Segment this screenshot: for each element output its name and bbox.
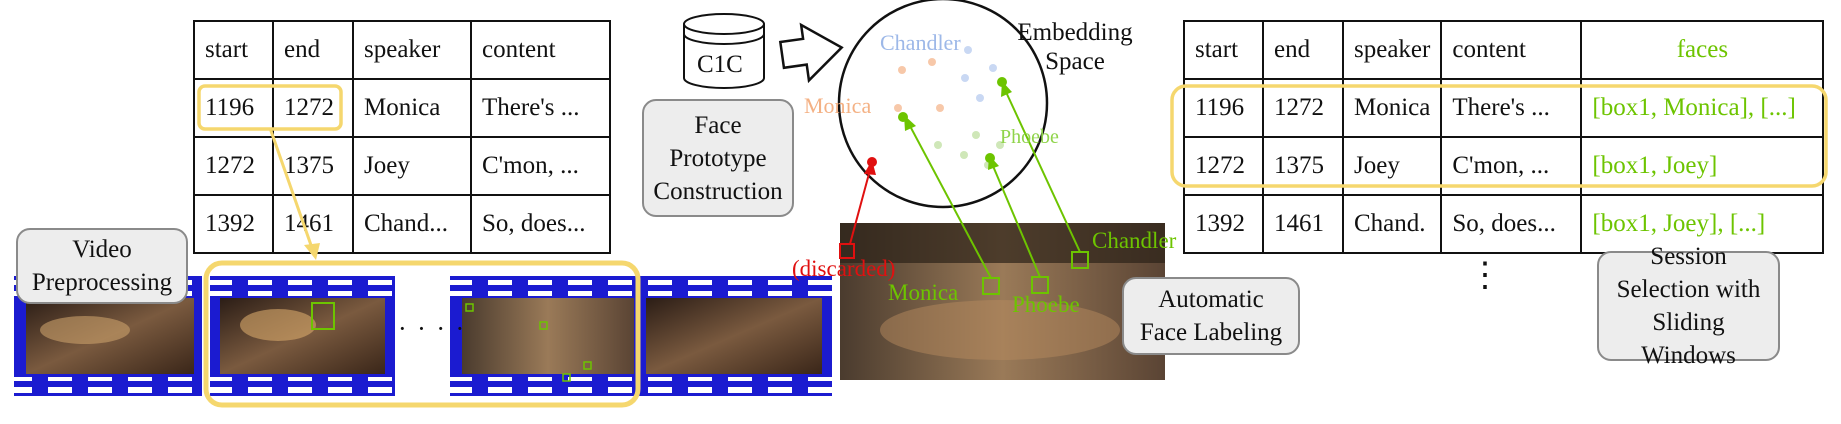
left-cell: Joey [352, 136, 472, 196]
timestamp-highlight [197, 84, 343, 131]
left-cell: Chand... [352, 194, 472, 254]
right-cell: 1196 [1183, 78, 1264, 138]
scene-label-discarded: (discarded) [792, 256, 896, 281]
scene-label-chandler: Chandler [1092, 228, 1177, 253]
left-header-speaker: speaker [352, 20, 472, 80]
scene-label-phoebe: Phoebe [1012, 292, 1080, 317]
film-ellipsis: · · · · [398, 314, 467, 343]
right-header-start: start [1183, 20, 1264, 80]
left-cell: Monica [352, 78, 472, 138]
session-selection-box: Session Selection with Sliding Windows [1597, 243, 1780, 369]
right-table: start end speaker content faces 1196 127… [1183, 20, 1825, 254]
right-cell: Monica [1341, 78, 1443, 138]
labeling-arrows [849, 81, 1081, 279]
right-cell: 1272 [1262, 78, 1344, 138]
hollow-arrow-icon [778, 22, 844, 84]
scene-label-monica: Monica [888, 280, 959, 305]
video-preprocessing-box: Video Preprocessing [16, 228, 188, 304]
embed-label-chandler: Chandler [880, 30, 961, 55]
video-selection-highlight [203, 260, 641, 408]
right-cell: Chand. [1341, 194, 1443, 254]
left-cell: So, does... [470, 194, 611, 254]
right-table-ellipsis: ⋮ [1468, 257, 1502, 294]
left-header-end: end [272, 20, 354, 80]
left-cell: 1272 [193, 136, 274, 196]
right-cell-faces: [box1, Joey], [...] [1580, 194, 1825, 254]
c1c-database-icon [683, 13, 765, 89]
embedding-points [867, 46, 1007, 169]
right-header-end: end [1262, 20, 1344, 80]
film-strip-selected [210, 276, 395, 396]
left-cell: 1375 [272, 136, 354, 196]
film-strip-right [450, 276, 832, 396]
session-window-highlight [1170, 84, 1828, 188]
timestamp-arrow [268, 127, 314, 249]
right-header-faces: faces [1580, 20, 1825, 80]
timestamp-arrow-head [304, 243, 320, 260]
right-cell-faces: [box1, Monica], [...] [1580, 78, 1825, 138]
right-cell: 1461 [1262, 194, 1344, 254]
embed-label-monica: Monica [804, 93, 872, 118]
left-header-start: start [193, 20, 274, 80]
embedding-space-label: Embedding Space [1017, 19, 1133, 75]
left-cell: There's ... [470, 78, 611, 138]
right-header-speaker: speaker [1341, 20, 1443, 80]
left-cell: C'mon, ... [470, 136, 611, 196]
left-cell: 1392 [193, 194, 274, 254]
right-cell: 1392 [1183, 194, 1264, 254]
c1c-label: C1C [697, 51, 743, 78]
face-prototype-box: Face Prototype Construction [642, 99, 794, 217]
right-cell: So, does... [1440, 194, 1583, 254]
scene-photo [839, 223, 1165, 380]
embedding-space-circle [837, 0, 1049, 209]
auto-labeling-box: Automatic Face Labeling [1122, 277, 1300, 355]
right-cell: There's ... [1440, 78, 1583, 138]
embed-label-phoebe: Phoebe [1000, 126, 1059, 148]
left-header-content: content [470, 20, 611, 80]
right-header-content: content [1440, 20, 1583, 80]
